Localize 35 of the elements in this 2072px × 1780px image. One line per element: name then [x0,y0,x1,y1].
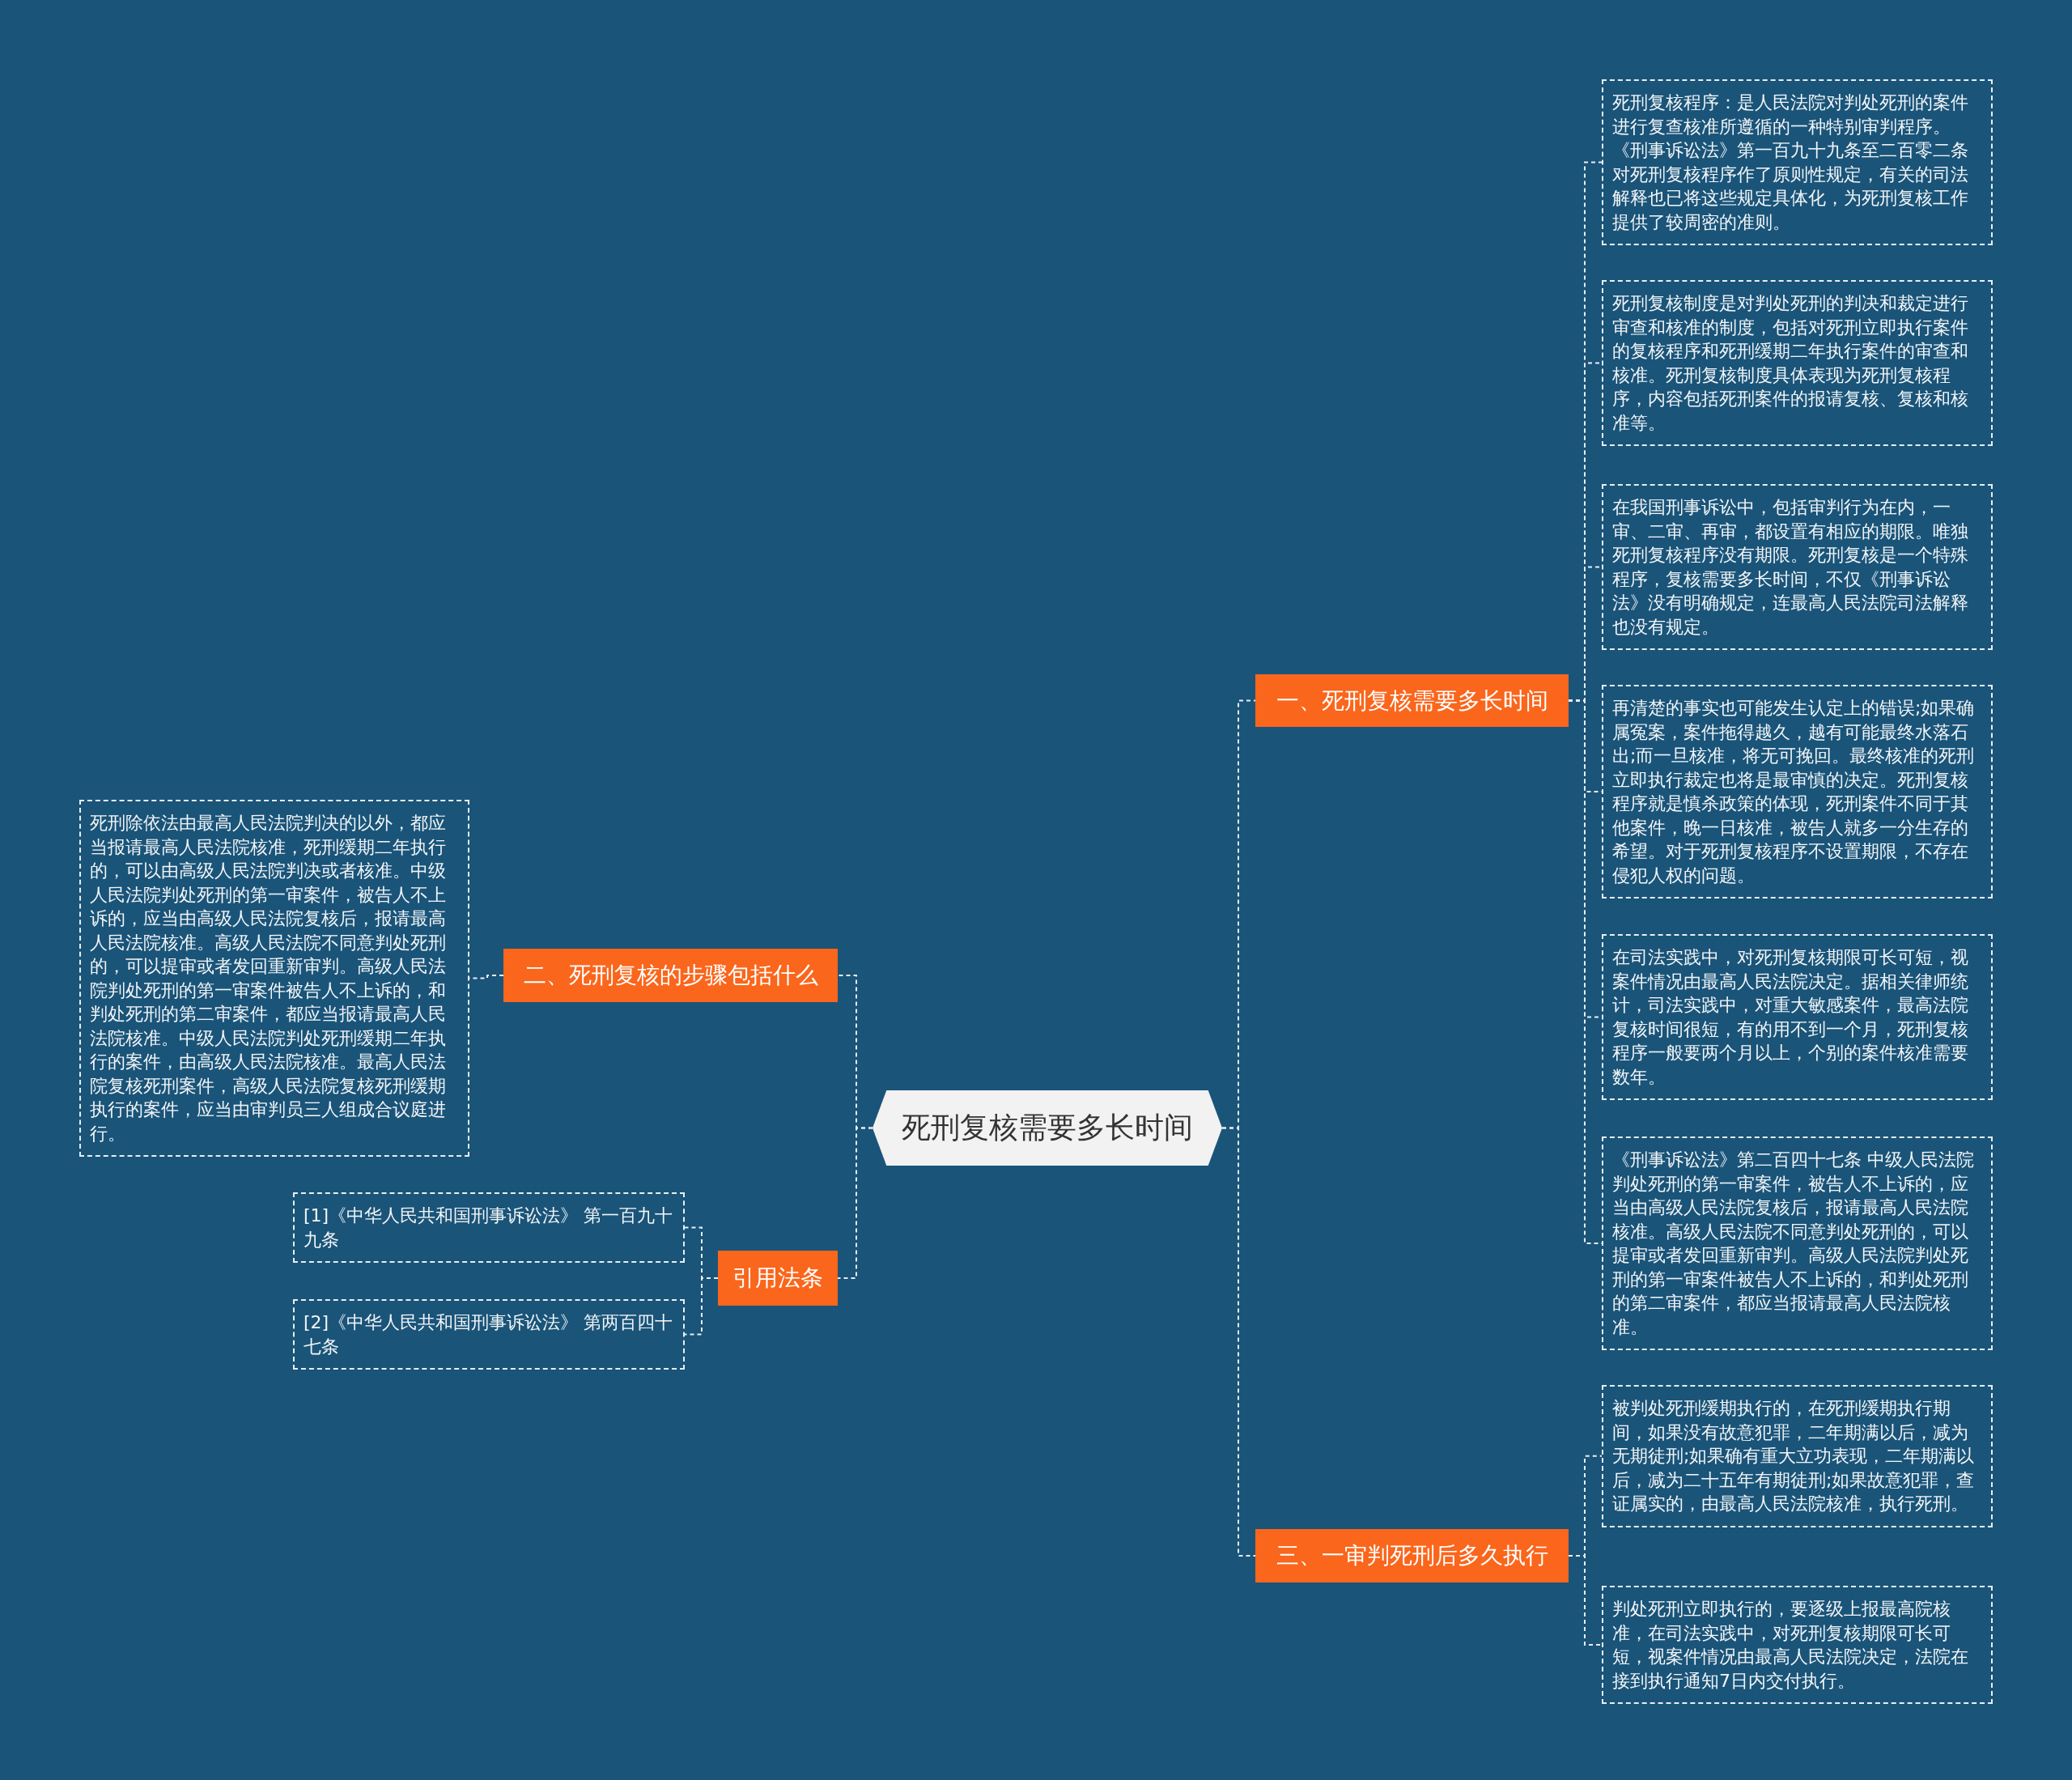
connector-line [1221,1127,1256,1557]
connector-line [684,1277,719,1336]
topic-text: 一、死刑复核需要多长时间 [1276,686,1548,716]
note-text: [2]《中华人民共和国刑事诉讼法》 第两百四十七条 [304,1311,674,1358]
note-box [1602,484,1993,650]
note-box [1602,1136,1993,1350]
branch-topic [1255,1529,1569,1582]
topic-text: 二、死刑复核的步骤包括什么 [523,961,818,990]
note-text: 《刑事诉讼法》第二百四十七条 中级人民法院判处死刑的第一审案件，被告人不上诉的，应当由高级人民法院复核后，报请最高人民法院核准。高级人民法院不同意判处死刑的，可以提审或者发回重新审判。高级人民法院判处死刑的第一审案件被告人不上诉的，和判处死刑的第二审案件，都应当报请最高人民法院核准。 [1612,1149,1975,1339]
note-box [1602,280,1993,446]
note-box [293,1192,685,1263]
note-box [1602,685,1993,898]
topic-text: 引用法条 [732,1264,823,1293]
note-text: 在我国刑事诉讼中，包括审判行为在内，一审、二审、再审，都设置有相应的期限。唯独死刑复核程序没有期限。死刑复核是一个特殊程序，复核需要多长时间，不仅《刑事诉讼法》没有明确规定，连最高人民法院司法解释也没有规定。 [1612,496,1969,639]
note-box [1602,79,1993,245]
note-text: 死刑除依法由最高人民法院判决的以外，都应当报请最高人民法院核准，死刑缓期二年执行的，可以由高级人民法院判决或者核准。中级人民法院判处死刑的第一审案件，被告人不上诉的，应当由高级人民法院复核后，报请最高人民法院核准。高级人民法院不同意判处死刑的，可以提审或者发回重新审判。高级人民法院判处死刑的第一审案件被告人不上诉的，和判处死刑的第二审案件，都应当报请最高人民法院核准。中级人民法院判处死刑缓期二年执行的案件，由高级人民法院核准。最高人民法院复核死刑案件，高级人民法院复核死刑缓期执行的案件，应当由审判员三人组成合议庭进行。 [90,812,447,1145]
note-box [293,1299,685,1370]
connector-line [1568,1555,1603,1646]
branch-topic [503,949,838,1002]
note-text: 被判处死刑缓期执行的，在死刑缓期执行期间，如果没有故意犯罪，二年期满以后，减为无期徒刑;如果确有重大立功表现，二年期满以后，减为二十五年有期徒刑;如果故意犯罪，查证属实的，由最高人民法院核准，执行死刑。 [1612,1397,1976,1515]
note-text: 再清楚的事实也可能发生认定上的错误;如果确属冤案，案件拖得越久，越有可能最终水落石出;而一旦核准，将无可挽回。最终核准的死刑立即执行裁定也将是最审慎的决定。死刑复核程序就是慎杀政策的体现，死刑案件不同于其他案件，晚一日核准，被告人就多一分生存的希望。对于死刑复核程序不设置期限，不存在侵犯人权的问题。 [1612,697,1976,887]
note-text: [1]《中华人民共和国刑事诉讼法》 第一百九十九条 [304,1204,674,1251]
note-box [1602,1586,1993,1704]
connector-line [837,1127,873,1279]
note-text: 在司法实践中，对死刑复核期限可长可短，视案件情况由最高人民法院决定。据相关律师统计，司法实践中，对重大敏感案件，最高法院复核时间很短，有的用不到一个月，死刑复核程序一般要两个月以上，个别的案件核准需要数年。 [1612,946,1969,1089]
topic-text: 死刑复核需要多长时间 [902,1110,1193,1145]
note-text: 判处死刑立即执行的，要逐级上报最高院核准，在司法实践中，对死刑复核期限可长可短，视案件情况由最高人民法院决定，法院在接到执行通知7日内交付执行。 [1612,1598,1969,1693]
note-box [1602,934,1993,1100]
connector-line [469,975,504,979]
topic-text: 三、一审判死刑后多久执行 [1276,1541,1548,1570]
branch-topic [718,1251,838,1306]
note-text: 死刑复核程序：是人民法院对判处死刑的案件进行复查核准所遵循的一种特别审判程序。《刑事诉讼法》第一百九十九条至二百零二条对死刑复核程序作了原则性规定，有关的司法解释也已将这些规定具体化，为死刑复核工作提供了较周密的准则。 [1612,91,1969,234]
branch-topic [1255,674,1569,727]
note-text: 死刑复核制度是对判处死刑的判决和裁定进行审查和核准的制度，包括对死刑立即执行案件的复核程序和死刑缓期二年执行案件的审查和核准。死刑复核制度具体表现为死刑复核程序，内容包括死刑案件的报请复核、复核和核准等。 [1612,292,1969,435]
note-box [1602,1385,1993,1527]
